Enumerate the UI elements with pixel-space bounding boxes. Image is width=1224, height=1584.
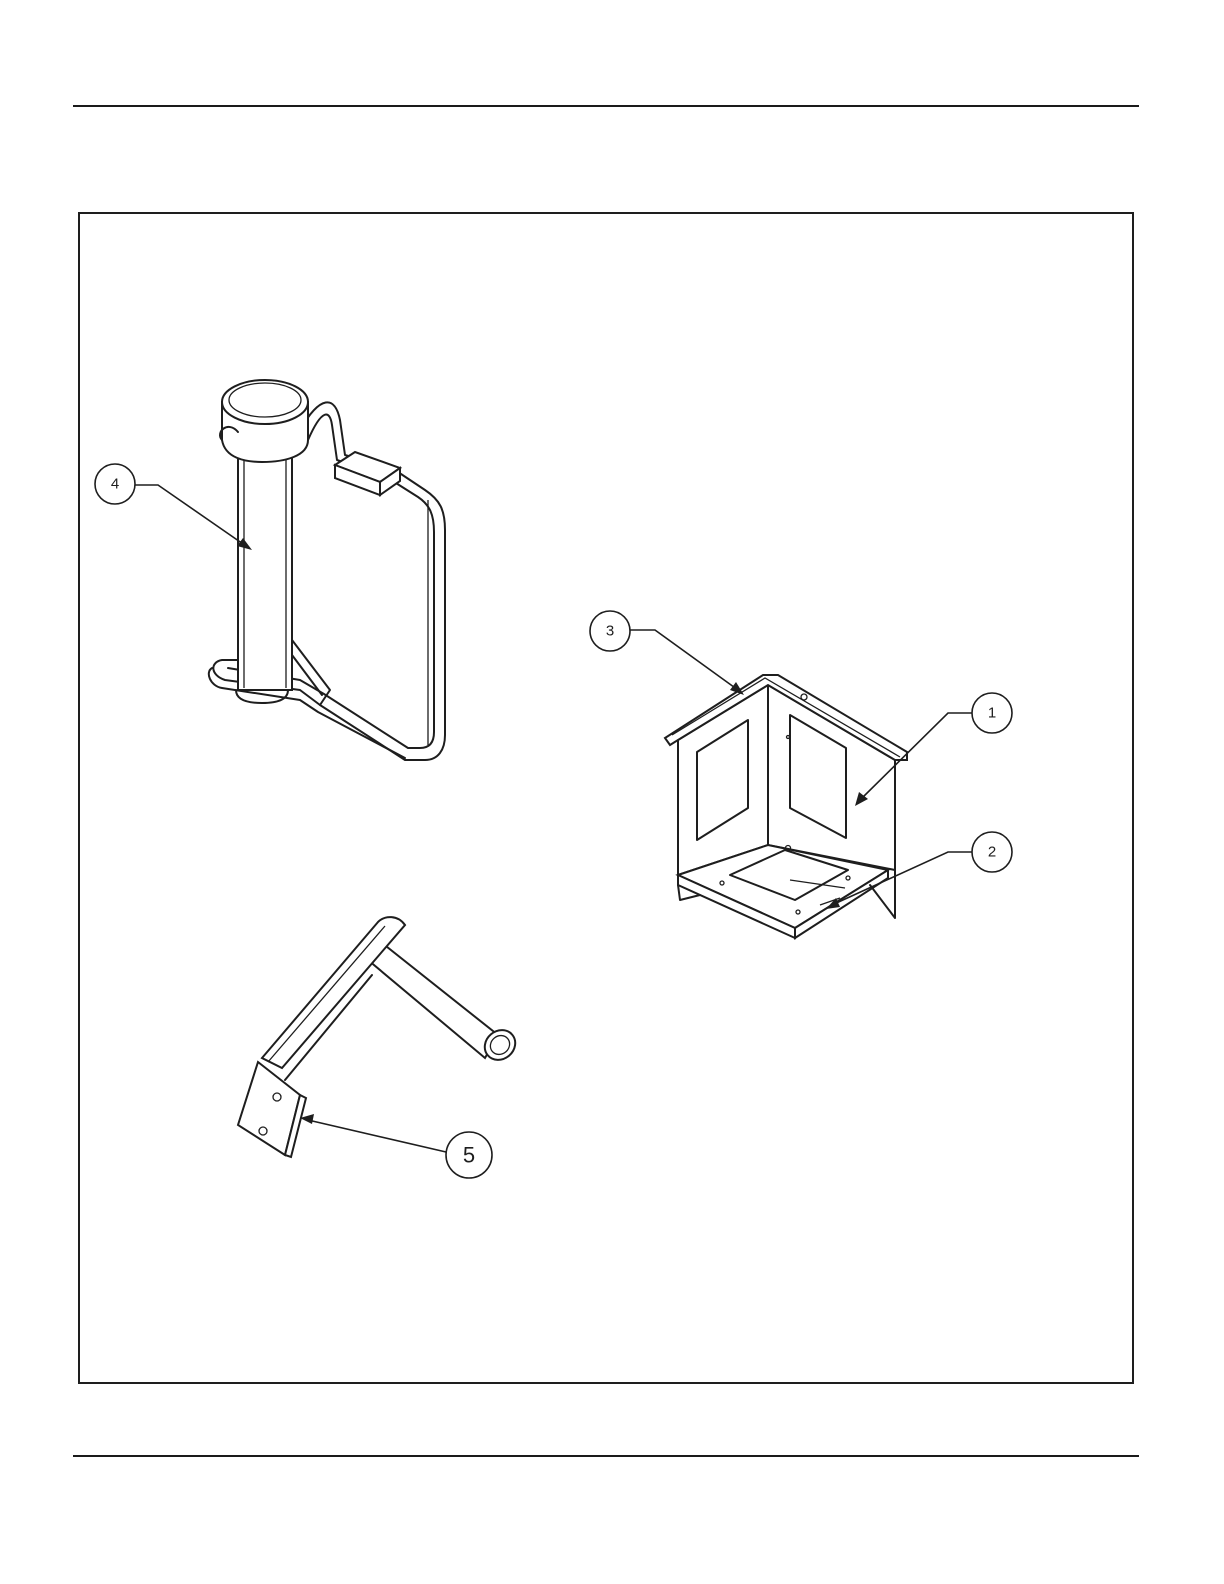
part-4-handle-bracket [209, 380, 445, 760]
balloon-1-label: 1 [988, 705, 996, 722]
callout-5: 5 [300, 1114, 492, 1178]
balloon-5-label: 5 [463, 1143, 475, 1168]
callout-3: 3 [590, 611, 744, 695]
part-1-enclosure-assembly [665, 675, 907, 938]
balloon-2-label: 2 [988, 844, 996, 861]
part-5-arm-bracket [238, 917, 521, 1157]
balloon-3-label: 3 [606, 623, 614, 640]
callout-4: 4 [95, 464, 252, 550]
balloon-4-label: 4 [111, 476, 119, 493]
